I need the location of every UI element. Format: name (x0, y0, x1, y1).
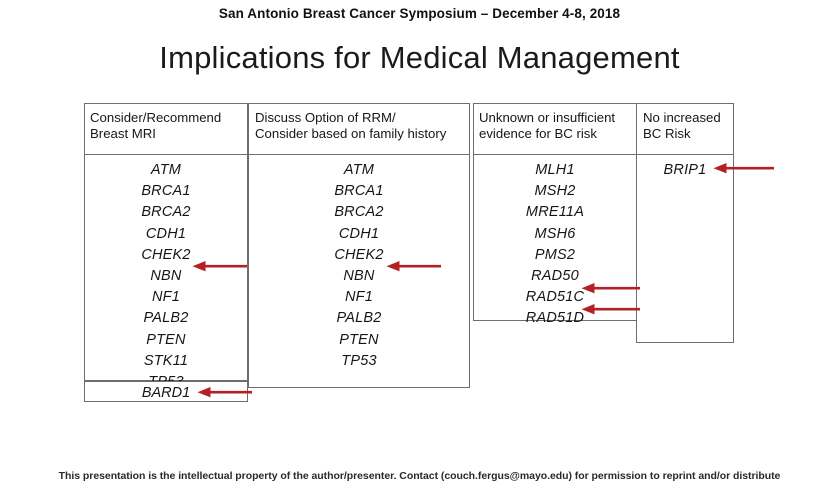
column-header-unknown-insufficient-evidence: Unknown or insufficient evidence for BC … (479, 110, 616, 141)
gene-item: PMS2 (534, 246, 576, 263)
gene-item: BRCA2 (334, 204, 384, 221)
gene-item-highlighted: RAD51C (525, 289, 585, 306)
gene-item: BRCA1 (141, 183, 191, 200)
gene-item-highlighted: NBN (150, 268, 182, 285)
column2-header-rule (248, 154, 470, 155)
gene-item: PALB2 (143, 310, 189, 327)
column1-header-rule (84, 154, 248, 155)
gene-item: MRE11A (525, 204, 585, 221)
gene-item: ATM (150, 162, 182, 178)
column-header-consider-recommend-breast-mri: Consider/Recommend Breast MRI (90, 110, 222, 141)
column-box-consider-recommend-breast-mri (84, 103, 248, 381)
gene-item: MSH6 (534, 225, 576, 242)
column-header-no-increased-bc-risk: No increased BC Risk (643, 110, 721, 141)
gene-item: ATM (343, 162, 375, 178)
copyright-footer: This presentation is the intellectual pr… (58, 470, 781, 482)
page-title: Implications for Medical Management (159, 40, 680, 75)
column-box-no-increased-bc-risk (636, 103, 734, 343)
gene-item: CDH1 (338, 225, 380, 242)
symposium-header: San Antonio Breast Cancer Symposium – De… (218, 6, 621, 21)
gene-item: PALB2 (336, 310, 382, 327)
gene-item: MSH2 (534, 183, 576, 200)
gene-item: CDH1 (145, 225, 187, 242)
gene-list-unknown-insufficient-evidence: MLH1 MSH2 MRE11A MSH6 PMS2 RAD50 RAD51C … (473, 160, 637, 330)
gene-item-highlighted: BRIP1 (663, 162, 707, 178)
gene-item-highlighted: NBN (343, 268, 375, 285)
bard1-row: BARD1 (84, 381, 248, 402)
gene-item: CHEK2 (334, 246, 384, 263)
gene-item: STK11 (143, 352, 189, 369)
gene-item: BRCA2 (141, 204, 191, 221)
gene-item: PTEN (339, 331, 379, 348)
gene-item: TP53 (341, 352, 377, 369)
gene-item: PTEN (146, 331, 186, 348)
column-header-discuss-option-rrm: Discuss Option of RRM/ Consider based on… (255, 110, 447, 141)
column3-header-rule (473, 154, 637, 155)
gene-item: CHEK2 (141, 246, 191, 263)
gene-item: MLH1 (535, 162, 575, 178)
gene-item: BRCA1 (334, 183, 384, 200)
gene-item: RAD50 (531, 268, 579, 285)
column-box-discuss-option-rrm (248, 103, 470, 388)
gene-item: NF1 (345, 289, 373, 306)
gene-item-highlighted: RAD51D (525, 310, 585, 327)
gene-list-consider-recommend-breast-mri: ATM BRCA1 BRCA2 CDH1 CHEK2 NBN NF1 PALB2… (84, 160, 248, 393)
gene-item: NF1 (152, 289, 180, 306)
gene-list-no-increased-bc-risk: BRIP1 (636, 160, 734, 181)
column4-header-rule (636, 154, 734, 155)
gene-list-discuss-option-rrm: ATM BRCA1 BRCA2 CDH1 CHEK2 NBN NF1 PALB2… (248, 160, 470, 372)
